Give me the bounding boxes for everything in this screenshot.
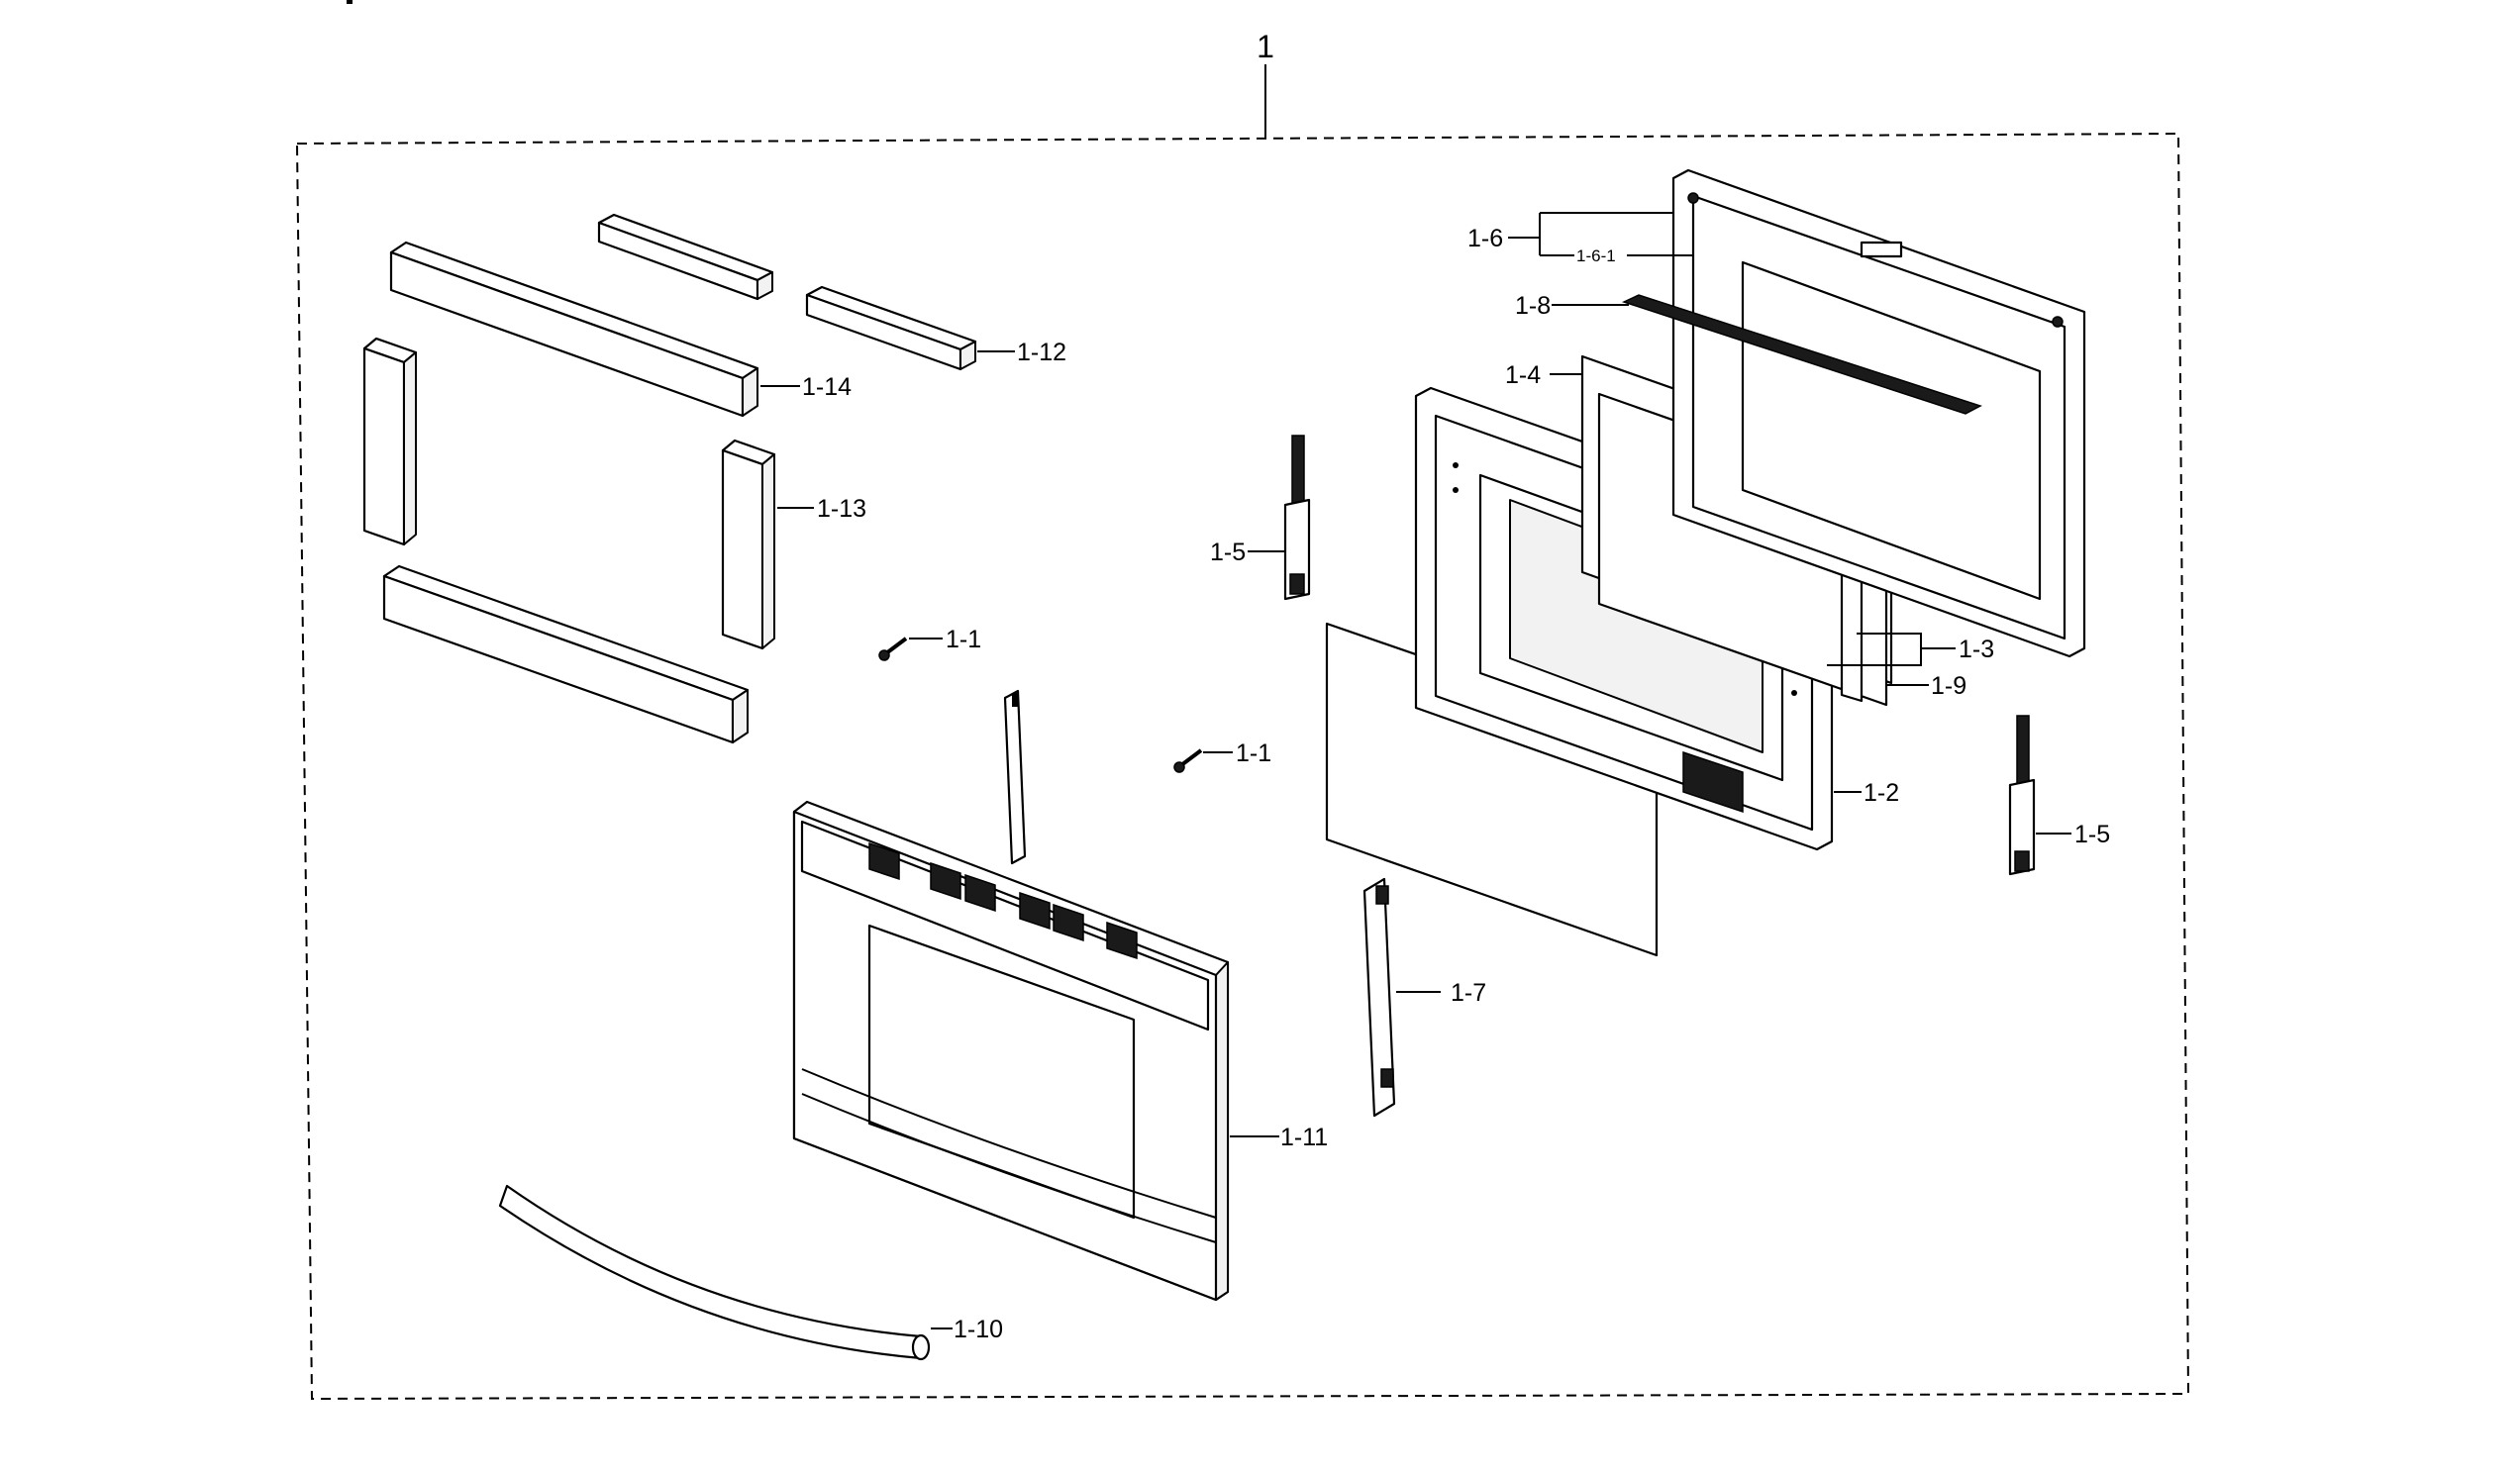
callout-1-14: 1-14 <box>802 373 852 401</box>
insulation-block-long-top <box>389 241 759 418</box>
callout-1-1-left: 1-1 <box>946 626 981 653</box>
insulation-block-vertical-left <box>362 337 418 546</box>
door-handle <box>498 1184 931 1361</box>
hinge-receptacle-bracket <box>1003 689 1027 865</box>
callout-1-11: 1-11 <box>1280 1124 1328 1151</box>
hinge-left <box>1283 435 1311 601</box>
callout-1-8: 1-8 <box>1515 292 1551 320</box>
side-trim-bracket <box>1362 877 1396 1118</box>
callout-1-7: 1-7 <box>1451 979 1486 1007</box>
door-outer-panel <box>792 800 1230 1302</box>
hinge-right <box>2008 715 2036 876</box>
insulation-block-small-right <box>805 285 977 371</box>
callout-1-6-1: 1-6-1 <box>1576 246 1616 265</box>
insulation-block-small-top <box>597 213 774 301</box>
callout-1-6: 1-6 <box>1467 225 1503 252</box>
insulation-block-vertical-right <box>721 439 776 650</box>
assembly-label: 1 <box>1257 29 1274 64</box>
callout-1-4: 1-4 <box>1505 361 1541 389</box>
callout-1-5-right: 1-5 <box>2074 821 2110 848</box>
screw-center <box>1173 748 1203 773</box>
cropped-fragment <box>347 0 353 4</box>
callout-1-10: 1-10 <box>954 1316 1003 1343</box>
door-gasket-1-8 <box>1621 294 1982 415</box>
door-liner-1-6 <box>1671 168 2086 658</box>
callout-1-12: 1-12 <box>1017 339 1066 366</box>
assembly-boundary <box>295 132 2190 1401</box>
callout-1-2: 1-2 <box>1864 779 1899 807</box>
callout-1-9: 1-9 <box>1931 672 1966 700</box>
callout-1-1-center: 1-1 <box>1236 739 1271 767</box>
callout-1-13: 1-13 <box>817 495 866 523</box>
callout-1-5-left: 1-5 <box>1210 539 1246 566</box>
insulation-block-long-bottom <box>382 564 750 744</box>
callout-1-3: 1-3 <box>1959 636 1994 663</box>
screw-left <box>878 637 908 661</box>
